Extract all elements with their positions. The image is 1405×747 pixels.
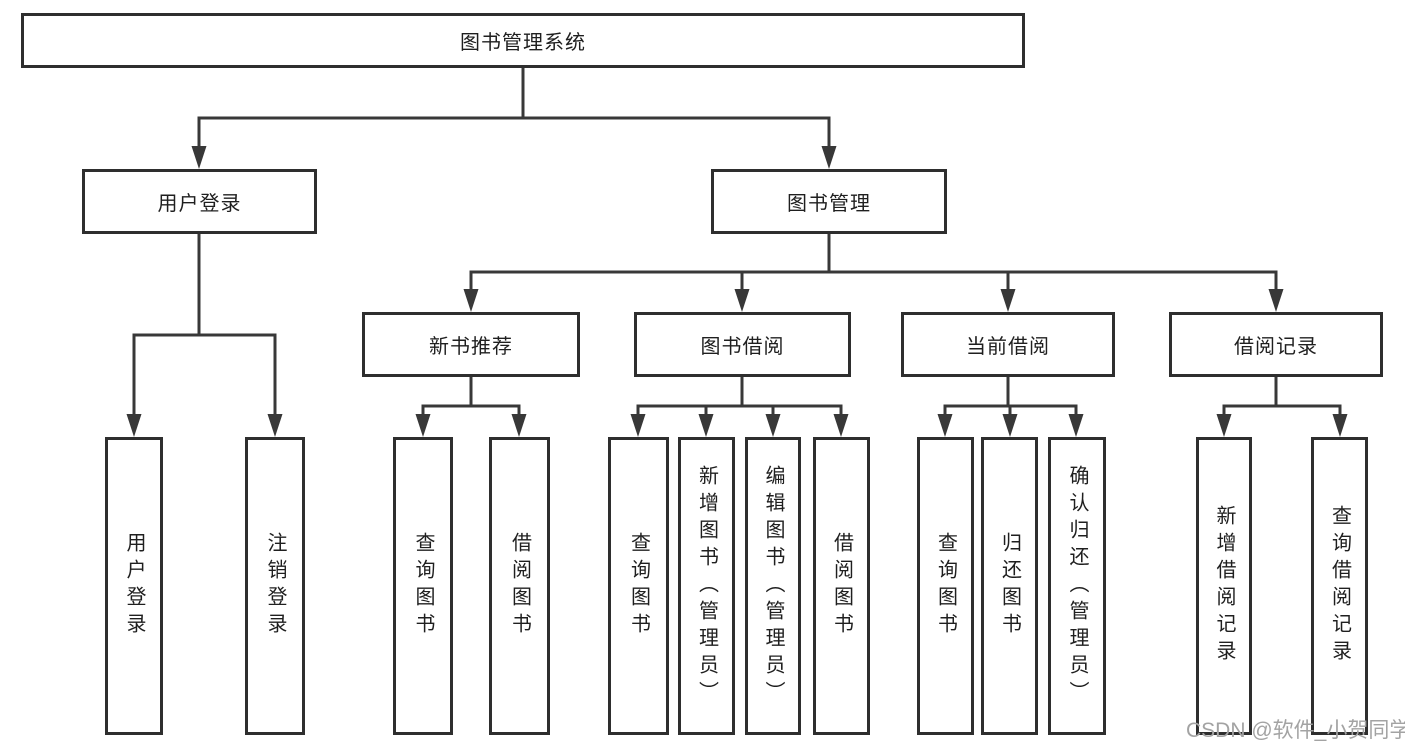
node-borrow-records: 借阅记录: [1169, 312, 1383, 377]
node-new-book-recommend: 新书推荐: [362, 312, 580, 377]
node-book-borrow: 图书借阅: [634, 312, 851, 377]
leaf-add-book-admin: 新增图书（管理员）: [678, 437, 735, 735]
leaf-query-books-2: 查询图书: [608, 437, 669, 735]
leaf-query-books-1-label: 查询图书: [412, 532, 434, 640]
leaf-query-books-3-label: 查询图书: [934, 532, 957, 640]
node-user-login: 用户登录: [82, 169, 317, 234]
leaf-query-books-3: 查询图书: [917, 437, 974, 735]
csdn-watermark: CSDN @软件_小贺同学: [1186, 719, 1405, 742]
leaf-return-books-label: 归还图书: [998, 532, 1021, 640]
leaf-query-books-2-label: 查询图书: [627, 532, 650, 640]
leaf-add-borrow-record: 新增借阅记录: [1196, 437, 1252, 735]
leaf-add-borrow-record-label: 新增借阅记录: [1213, 505, 1235, 667]
leaf-query-books-1: 查询图书: [393, 437, 453, 735]
leaf-user-login-label: 用户登录: [123, 532, 145, 640]
leaf-logout-label: 注销登录: [264, 532, 286, 640]
node-book-management: 图书管理: [711, 169, 947, 234]
leaf-borrow-books-2-label: 借阅图书: [830, 532, 853, 640]
leaf-edit-book-admin: 编辑图书（管理员）: [745, 437, 801, 735]
leaf-add-book-admin-label: 新增图书（管理员）: [695, 464, 718, 708]
leaf-query-borrow-record-label: 查询借阅记录: [1328, 505, 1351, 667]
leaf-confirm-return-admin-label: 确认归还（管理员）: [1066, 464, 1088, 708]
leaf-borrow-books-1-label: 借阅图书: [508, 532, 531, 640]
leaf-query-borrow-record: 查询借阅记录: [1311, 437, 1368, 735]
node-root: 图书管理系统: [21, 13, 1025, 68]
leaf-return-books: 归还图书: [981, 437, 1038, 735]
leaf-edit-book-admin-label: 编辑图书（管理员）: [762, 464, 784, 708]
leaf-logout: 注销登录: [245, 437, 305, 735]
leaf-borrow-books-1: 借阅图书: [489, 437, 550, 735]
leaf-confirm-return-admin: 确认归还（管理员）: [1048, 437, 1106, 735]
node-current-borrow: 当前借阅: [901, 312, 1115, 377]
arrowheads: [126, 146, 1348, 437]
leaf-borrow-books-2: 借阅图书: [813, 437, 870, 735]
leaf-user-login: 用户登录: [105, 437, 163, 735]
